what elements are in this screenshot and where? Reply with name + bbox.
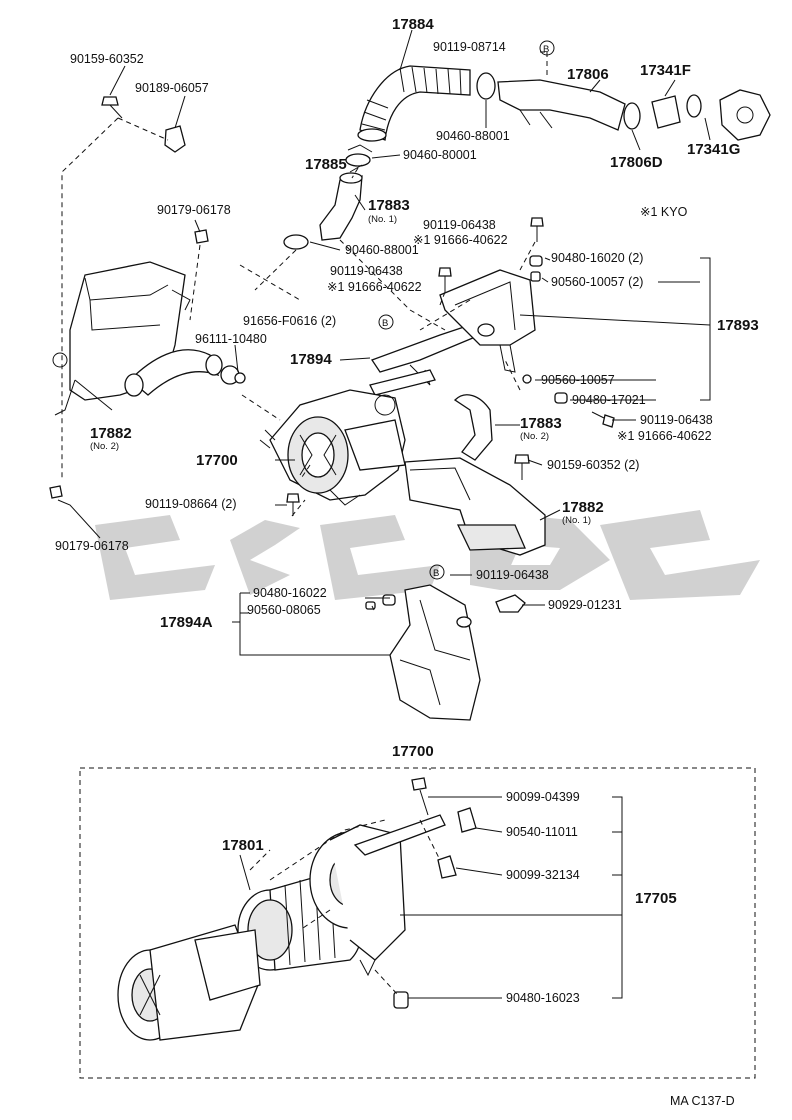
label-17883-no1: 17883 <box>368 197 410 214</box>
bolt-90159-60352-2 <box>514 454 530 480</box>
leader-lines <box>57 29 711 999</box>
cover-17882-no2 <box>52 261 191 416</box>
label-17883-no1-sub: (No. 1) <box>368 214 397 225</box>
label-17883-no2-sub: (No. 2) <box>520 431 549 442</box>
leader-lines-dashed <box>61 52 548 517</box>
label-17885: 17885 <box>305 156 347 173</box>
figure-code: MA C137-D <box>670 1094 735 1108</box>
label-17882-no1: 17882 <box>562 499 604 516</box>
label-90460-88001-top: 90460-88001 <box>436 129 510 143</box>
circled-b-1: B <box>539 40 555 56</box>
bush-90540 <box>457 807 477 833</box>
clip-91656 <box>234 372 246 384</box>
label-90460-80001: 90460-80001 <box>403 148 477 162</box>
label-17705: 17705 <box>635 890 677 907</box>
hose-17883-no1 <box>283 172 363 250</box>
label-90480-17021: 90480-17021 <box>572 393 646 407</box>
detail-dashed-guides <box>249 819 441 996</box>
grommet-90480-16023 <box>393 991 409 1009</box>
detail-box-17700 <box>79 767 756 1079</box>
label-90560-10057: 90560-10057 <box>541 373 615 387</box>
bolt-90119-08664 <box>286 493 300 516</box>
label-90179-06178-bot: 90179-06178 <box>55 539 129 553</box>
label-91666-40622-c: ※1 91666-40622 <box>617 429 712 443</box>
label-17806D: 17806D <box>610 154 663 171</box>
label-90460-88001-mid: 90460-88001 <box>345 243 419 257</box>
nut-90179-bot <box>49 485 63 499</box>
label-17882-no2: 17882 <box>90 425 132 442</box>
grommet-90480-16020 <box>529 255 543 282</box>
label-96111-10480: 96111-10480 <box>195 332 267 346</box>
label-17882-no2-sub: (No. 2) <box>90 441 119 452</box>
label-90119-08664: 90119-08664 (2) <box>145 497 237 511</box>
svg-text:B: B <box>543 44 549 55</box>
label-91666-40622-a: ※1 91666-40622 <box>413 233 508 247</box>
label-17882-no1-sub: (No. 1) <box>562 515 591 526</box>
clamp-17885 <box>345 144 373 167</box>
label-17883-no2: 17883 <box>520 415 562 432</box>
label-90929-01231: 90929-01231 <box>548 598 622 612</box>
watermark-logo <box>95 510 760 600</box>
bolt-90119-06438-a <box>530 217 544 242</box>
label-17801: 17801 <box>222 837 264 854</box>
bolt-90119-06438-c <box>591 411 615 428</box>
svg-text:B: B <box>382 318 388 329</box>
duct-17806 <box>497 79 641 131</box>
svg-text:B: B <box>433 568 439 579</box>
label-17341F: 17341F <box>640 62 691 79</box>
label-90480-16022: 90480-16022 <box>253 586 327 600</box>
label-17341G: 17341G <box>687 141 740 158</box>
label-90480-16020: 90480-16020 (2) <box>551 251 643 265</box>
bolt-90099-04399 <box>411 777 429 816</box>
label-kyo-note: ※1 KYO <box>640 205 688 219</box>
label-17700-box: 17700 <box>392 743 434 760</box>
label-90159-60352-2: 90159-60352 (2) <box>547 458 639 472</box>
label-90119-06438-a: 90119-06438 <box>423 218 496 232</box>
clip-90929 <box>495 594 526 613</box>
sleeve-17341F <box>651 89 771 141</box>
nut-90179-top <box>194 229 209 244</box>
label-17806: 17806 <box>567 66 609 83</box>
label-90159-60352-top: 90159-60352 <box>70 52 144 66</box>
bracket-17893 <box>439 269 536 373</box>
label-90119-06438-b: 90119-06438 <box>330 264 403 278</box>
case-17705 <box>309 814 446 977</box>
label-17894: 17894 <box>290 351 332 368</box>
air-cleaner-17700 <box>259 389 406 506</box>
label-90189-06057: 90189-06057 <box>135 81 209 95</box>
label-90179-06178-top: 90179-06178 <box>157 203 231 217</box>
shield-17894A <box>365 584 481 721</box>
hose-17883-no2 <box>453 394 493 461</box>
clip-90189 <box>164 125 186 153</box>
label-90119-06438-d: 90119-06438 <box>476 568 549 582</box>
bracket-17894 <box>369 324 482 396</box>
hose-96111 <box>124 349 240 397</box>
label-17893: 17893 <box>717 317 759 334</box>
grommet-90480-17021 <box>522 374 568 404</box>
label-91656-F0616: 91656-F0616 (2) <box>243 314 336 328</box>
label-90119-06438-c: 90119-06438 <box>640 413 713 427</box>
label-90560-08065: 90560-08065 <box>247 603 321 617</box>
bolt-90099-32134 <box>437 855 457 879</box>
intake-hose-17884 <box>357 65 496 142</box>
label-91666-40622-b: ※1 91666-40622 <box>327 280 422 294</box>
label-90480-16023: 90480-16023 <box>506 991 580 1005</box>
label-17884: 17884 <box>392 16 434 33</box>
label-90099-04399: 90099-04399 <box>506 790 580 804</box>
label-17700: 17700 <box>196 452 238 469</box>
label-90099-32134: 90099-32134 <box>506 868 580 882</box>
label-17894A: 17894A <box>160 614 213 631</box>
label-90119-08714: 90119-08714 <box>433 40 506 54</box>
circled-b-2: B <box>378 314 394 330</box>
label-90540-11011: 90540-11011 <box>506 825 578 839</box>
circled-b-3: B <box>429 564 445 580</box>
bolt-90119-06438-b <box>438 267 452 292</box>
cap-housing <box>117 924 261 1041</box>
label-90560-10057-2: 90560-10057 (2) <box>551 275 643 289</box>
duct-17882-no1 <box>404 457 546 556</box>
bolt-90159-top <box>101 96 123 119</box>
